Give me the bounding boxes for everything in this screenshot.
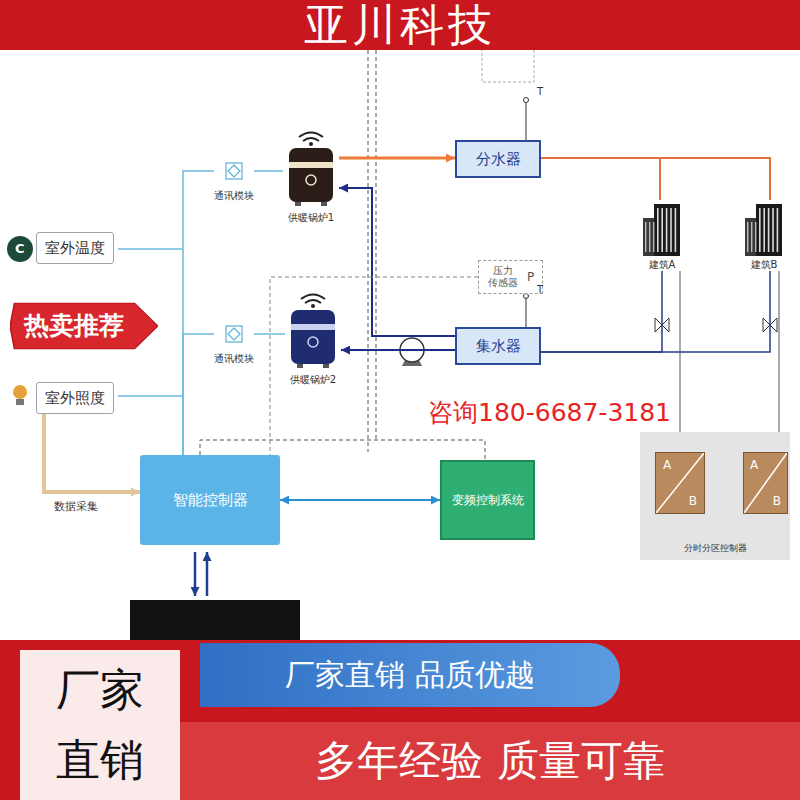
node-label: 热卖推荐 xyxy=(24,311,124,341)
building: 建筑B xyxy=(742,200,786,271)
connector xyxy=(541,271,662,352)
node-label: 智能控制器 xyxy=(173,491,248,509)
node-label: B xyxy=(773,494,781,508)
node-label: 通讯模块 xyxy=(214,353,254,365)
building: 建筑A xyxy=(640,200,684,271)
node-label: 分水器 xyxy=(476,150,521,168)
boiler: 供暖锅炉1 xyxy=(283,128,339,224)
node-label: 室外照度 xyxy=(45,389,105,407)
title-text: 亚川科技 xyxy=(304,3,496,47)
connector xyxy=(254,333,285,335)
bottom-ground xyxy=(0,640,800,800)
connector xyxy=(280,499,440,501)
title-band: 亚川科技 xyxy=(0,0,800,50)
connector xyxy=(270,277,478,455)
node-label: 供暖锅炉2 xyxy=(290,374,336,386)
node-label: 室外温度 xyxy=(45,239,105,257)
connector xyxy=(339,188,455,336)
controller-box: 智能控制器 xyxy=(140,455,280,545)
vfd-box: 变频控制系统 xyxy=(440,460,535,540)
edge-label: 数据采集 xyxy=(52,500,100,513)
node-label: 变频控制系统 xyxy=(452,493,524,507)
control-arrows xyxy=(195,552,207,596)
node-label: 供暖锅炉1 xyxy=(288,212,334,224)
temperature-icon xyxy=(7,236,33,262)
manifold-box: 集水器 xyxy=(455,327,541,365)
connector xyxy=(339,157,455,160)
promo-badge: 热卖推荐 xyxy=(10,300,158,352)
connector xyxy=(183,334,214,455)
bldg-icon xyxy=(742,200,786,256)
node-label: 通讯模块 xyxy=(214,190,254,202)
node-label: 厂家直销 品质优越 xyxy=(285,657,535,693)
node-label: 建筑A xyxy=(649,259,676,271)
node-label: 分时分区控制器 xyxy=(684,543,747,554)
slogan-band: 厂家直销 品质优越 xyxy=(200,643,620,707)
pressure-sensor: 压力 传感器 P xyxy=(478,260,543,294)
boiler2-icon xyxy=(285,290,341,368)
sensor-box: 室外温度 xyxy=(36,232,114,264)
node-label: 集水器 xyxy=(476,337,521,355)
connector xyxy=(779,271,780,452)
node-label: P xyxy=(527,270,534,284)
boiler1-icon xyxy=(283,128,339,206)
valve-symbol xyxy=(655,318,777,332)
connector xyxy=(541,158,770,200)
contact-phone: 咨询180-6687-3181 xyxy=(428,398,671,428)
node-label: 多年经验 质量可靠 xyxy=(315,736,664,786)
connector xyxy=(44,414,140,492)
zone-panel: 分时分区控制器ABAB xyxy=(640,432,790,560)
slogan-box: 厂家 直销 xyxy=(20,650,180,800)
sensor-tag: T xyxy=(537,284,543,296)
zone-switch: AB xyxy=(743,452,788,514)
comm-icon xyxy=(225,162,243,180)
manifold-box: 分水器 xyxy=(455,140,541,178)
connector xyxy=(183,171,214,455)
dark-panel xyxy=(130,600,300,640)
control-wire xyxy=(200,22,485,460)
comm-module: 通讯模块 xyxy=(214,325,254,365)
node-label: 建筑B xyxy=(751,259,778,271)
icon-letter: C xyxy=(15,241,25,257)
comm-module: 通讯模块 xyxy=(214,162,254,202)
sensor-box: 室外照度 xyxy=(36,382,114,414)
pump-symbol xyxy=(400,338,424,366)
connector xyxy=(254,170,283,172)
bldg-icon xyxy=(640,200,684,256)
node-label: A xyxy=(750,458,758,472)
connector xyxy=(541,271,770,352)
connector xyxy=(341,349,455,351)
connector xyxy=(541,158,660,200)
sensor-tag: T xyxy=(537,86,543,98)
node-label: 厂家 直销 xyxy=(54,655,146,796)
boiler: 供暖锅炉2 xyxy=(285,290,341,386)
comm-icon xyxy=(225,325,243,343)
slogan-band: 多年经验 质量可靠 xyxy=(180,722,800,800)
lamp-icon xyxy=(13,385,27,405)
node-label: A xyxy=(663,458,671,472)
node-label: B xyxy=(689,494,697,508)
node-label: 压力 传感器 xyxy=(487,265,519,289)
zone-switch: AB xyxy=(655,452,705,514)
connector xyxy=(680,271,681,452)
